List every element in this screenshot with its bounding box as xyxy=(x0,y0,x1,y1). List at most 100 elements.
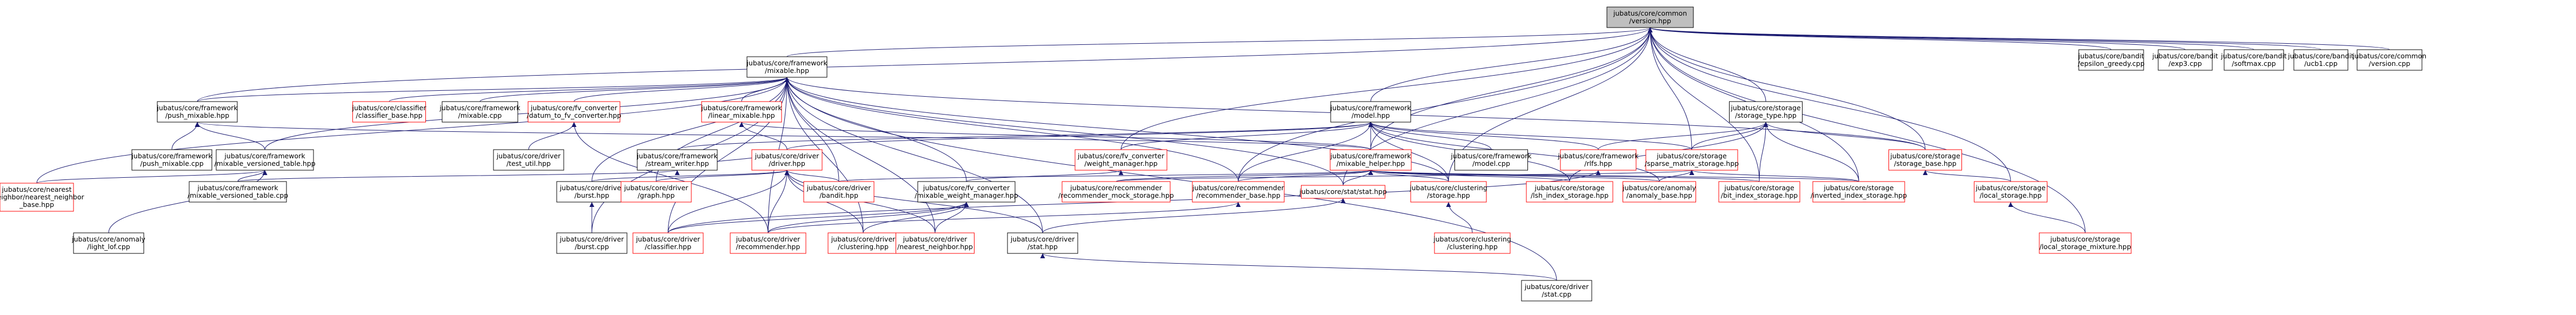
node-linear-mixable[interactable]: jubatus/core/framework/linear_mixable.hp… xyxy=(700,101,782,123)
node-mixable-versioned-table-cpp[interactable]: jubatus/core/framework/mixable_versioned… xyxy=(188,181,288,203)
node-epsilon-greedy[interactable]: jubatus/core/bandit/epsilon_greedy.cpp xyxy=(2078,49,2145,71)
node-graph-hpp[interactable]: jubatus/core/driver/graph.hpp xyxy=(620,181,692,203)
node-bit-index-storage[interactable]: jubatus/core/storage/bit_index_storage.h… xyxy=(1718,181,1800,203)
node-box xyxy=(131,149,212,171)
node-stream-writer[interactable]: jubatus/core/framework/stream_writer.hpp xyxy=(636,149,718,171)
node-exp3[interactable]: jubatus/core/bandit/exp3.cpp xyxy=(2152,49,2218,71)
node-local-storage[interactable]: jubatus/core/storage/local_storage.hpp xyxy=(1974,181,2047,203)
node-version-cpp[interactable]: jubatus/core/common/version.cpp xyxy=(2352,49,2426,71)
node-datum-to-fv[interactable]: jubatus/core/fv_converter/datum_to_fv_co… xyxy=(527,101,622,123)
node-label-line: /storage_type.hpp xyxy=(1735,111,1797,119)
node-bandit-hpp[interactable]: jubatus/core/driver/bandit.hpp xyxy=(803,181,875,203)
node-box xyxy=(189,181,287,203)
node-sparse-matrix-storage[interactable]: jubatus/core/storage/sparse_matrix_stora… xyxy=(1645,149,1739,171)
node-label-line: jubatus/core/clustering xyxy=(1433,235,1511,243)
node-light-lof[interactable]: jubatus/core/anomaly/light_lof.cpp xyxy=(71,232,145,254)
node-model-cpp[interactable]: jubatus/core/framework/model.cpp xyxy=(1450,149,1532,171)
node-driver-hpp[interactable]: jubatus/core/driver/driver.hpp xyxy=(751,149,823,171)
node-mixable-weight-manager[interactable]: jubatus/core/fv_converter/mixable_weight… xyxy=(915,181,1018,203)
node-label-line: /mixable_versioned_table.cpp xyxy=(188,191,288,199)
node-box xyxy=(2357,49,2422,71)
edge-stream_writer-to-model_hpp xyxy=(677,122,1373,150)
node-box xyxy=(1718,181,1800,203)
node-label-line: /model.cpp xyxy=(1472,159,1510,167)
node-label-line: jubatus/core/anomaly xyxy=(71,235,145,243)
node-box xyxy=(1301,185,1385,199)
node-framework-mixable-cpp[interactable]: jubatus/core/framework/mixable.cpp xyxy=(439,101,520,123)
node-recommender-base[interactable]: jubatus/core/recommender/recommender_bas… xyxy=(1192,181,1285,203)
node-mixable-versioned-table[interactable]: jubatus/core/framework/mixable_versioned… xyxy=(214,149,316,171)
node-storage-type[interactable]: jubatus/core/storage/storage_type.hpp xyxy=(1729,101,1803,123)
node-label-line: jubatus/core/nearest xyxy=(1,185,71,193)
edge-nn_base-to-mixable_hpp xyxy=(36,77,790,184)
edge-test_util-to-datum_to_fv xyxy=(528,122,577,150)
node-clustering-storage[interactable]: jubatus/core/clustering/storage.hpp xyxy=(1409,181,1487,203)
node-label-line: jubatus/core/common xyxy=(2352,52,2426,60)
node-storage-base[interactable]: jubatus/core/storage/storage_base.hpp xyxy=(1888,149,1962,171)
edge-drv_classifier-to-driver_hpp xyxy=(668,170,790,233)
node-recommender-mock-storage[interactable]: jubatus/core/recommender/recommender_moc… xyxy=(1058,181,1174,203)
node-model-hpp[interactable]: jubatus/core/framework/model.hpp xyxy=(1330,101,1411,123)
node-drv-classifier[interactable]: jubatus/core/driver/classifier.hpp xyxy=(632,232,704,254)
node-lsh-index-storage[interactable]: jubatus/core/storage/lsh_index_storage.h… xyxy=(1526,181,1613,203)
node-label-line: /ucb1.cpp xyxy=(2304,59,2338,68)
node-label-line: /sparse_matrix_storage.hpp xyxy=(1645,159,1739,167)
node-box xyxy=(632,232,704,254)
node-drv-stat-hpp[interactable]: jubatus/core/driver/stat.hpp xyxy=(1007,232,1078,254)
node-stat-stat[interactable]: jubatus/core/stat/stat.hpp xyxy=(1299,185,1387,199)
node-drv-recommender[interactable]: jubatus/core/driver/recommender.hpp xyxy=(730,232,806,254)
node-label-line: jubatus/core/fv_converter xyxy=(1077,152,1165,160)
node-label-line: jubatus/core/bandit xyxy=(2078,52,2144,60)
node-ucb1[interactable]: jubatus/core/bandit/ucb1.cpp xyxy=(2287,49,2354,71)
node-mixable-helper[interactable]: jubatus/core/framework/mixable_helper.hp… xyxy=(1330,149,1412,171)
node-mixable-hpp[interactable]: jubatus/core/framework/mixable.hpp xyxy=(746,56,827,78)
node-label-line: /clustering.hpp xyxy=(1447,243,1498,251)
edge-graph_hpp-to-driver_hpp xyxy=(656,170,790,182)
edge-driver_hpp-to-model_hpp xyxy=(786,122,1373,150)
node-box xyxy=(1606,6,1694,28)
node-test-util[interactable]: jubatus/core/driver/test_util.hpp xyxy=(493,149,564,171)
node-push-mixable-cpp[interactable]: jubatus/core/framework/push_mixable.cpp xyxy=(131,149,212,171)
node-clustering-clustering[interactable]: jubatus/core/clustering/clustering.hpp xyxy=(1433,232,1511,254)
edge-local_storage-to-storage_base xyxy=(1923,170,2011,182)
edge-storage_base-to-version_hpp xyxy=(1647,27,1926,150)
node-label-line: jubatus/core/framework xyxy=(1330,152,1411,160)
node-label-line: jubatus/core/storage xyxy=(1823,184,1894,192)
node-box xyxy=(2293,49,2348,71)
node-weight-manager[interactable]: jubatus/core/fv_converter/weight_manager… xyxy=(1075,149,1167,171)
node-box xyxy=(1521,280,1592,301)
node-label-line: _base.hpp xyxy=(19,200,54,209)
edge-weight_manager-to-version_hpp xyxy=(1120,27,1653,150)
node-drv-clustering[interactable]: jubatus/core/driver/clustering.hpp xyxy=(827,232,899,254)
edge-bit_index_storage-to-mixable_helper xyxy=(1369,170,1760,182)
node-label-line: /model.hpp xyxy=(1352,111,1390,119)
edge-burst_hpp-to-mixable_hpp xyxy=(591,77,790,182)
edge-local_storage_mixture-to-local_storage xyxy=(2008,202,2086,233)
node-anomaly-base[interactable]: jubatus/core/anomaly/anomaly_base.hpp xyxy=(1622,181,1696,203)
node-drv-nearest-neighbor[interactable]: jubatus/core/driver/nearest_neighbor.hpp xyxy=(896,232,975,254)
node-local-storage-mixture[interactable]: jubatus/core/storage/local_storage_mixtu… xyxy=(2039,232,2132,254)
node-drv-stat-cpp[interactable]: jubatus/core/driver/stat.cpp xyxy=(1521,280,1592,301)
node-label-line: jubatus/core/driver xyxy=(1524,283,1589,291)
node-label-line: jubatus/core/driver xyxy=(903,235,967,243)
node-box xyxy=(1812,181,1905,203)
node-burst-hpp[interactable]: jubatus/core/driver/burst.hpp xyxy=(556,181,628,203)
node-label-line: /storage.hpp xyxy=(1427,191,1470,199)
edge-inverted_index_storage-to-storage_type xyxy=(1763,122,1859,182)
edge-recommender_base-to-mixable_helper xyxy=(1238,170,1373,182)
node-label-line: /weight_manager.hpp xyxy=(1084,159,1157,167)
node-classifier-base[interactable]: jubatus/core/classifier/classifier_base.… xyxy=(351,101,426,123)
node-label-line: jubatus/core/framework xyxy=(1557,152,1639,160)
node-inverted-index-storage[interactable]: jubatus/core/storage/inverted_index_stor… xyxy=(1811,181,1907,203)
node-label-line: /push_mixable.hpp xyxy=(165,111,229,119)
edge-exp3-to-version_hpp xyxy=(1647,27,2186,50)
node-softmax[interactable]: jubatus/core/bandit/softmax.cpp xyxy=(2220,49,2287,71)
node-rlfs[interactable]: jubatus/core/framework/rlfs.hpp xyxy=(1557,149,1639,171)
edge-clustering_clustering-to-clustering_storage xyxy=(1446,202,1473,233)
node-nn-base[interactable]: jubatus/core/nearest_neighbor/nearest_ne… xyxy=(0,183,85,212)
node-label-line: jubatus/core/framework xyxy=(1450,152,1532,160)
node-push-mixable[interactable]: jubatus/core/framework/push_mixable.hpp xyxy=(156,101,238,123)
node-box xyxy=(1192,181,1285,203)
node-label-line: jubatus/core/clustering xyxy=(1409,184,1487,192)
node-burst-cpp[interactable]: jubatus/core/driver/burst.cpp xyxy=(556,232,628,254)
